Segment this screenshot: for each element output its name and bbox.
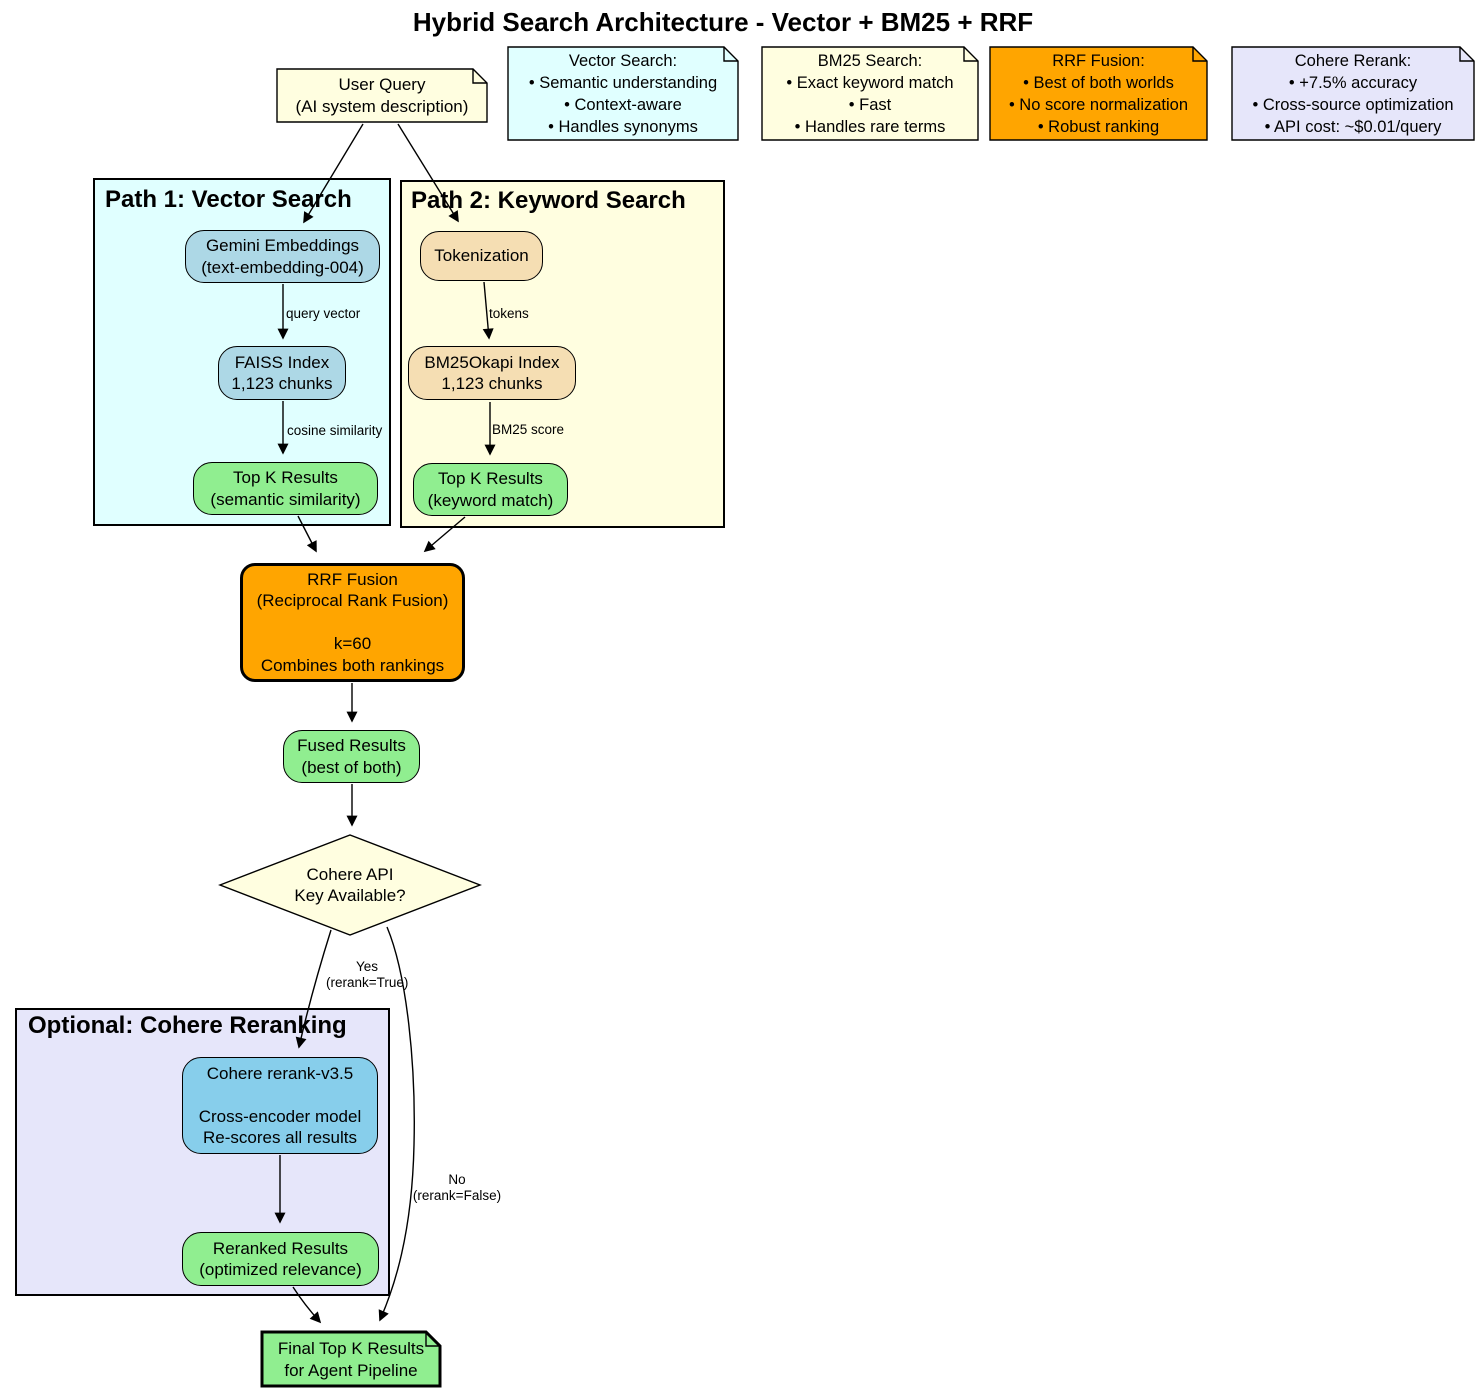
note-fold-cohere-rerank [1459,47,1474,62]
node-topk-semantic: Top K Results (semantic similarity) [193,462,378,515]
decision-diamond-shape [218,834,482,936]
legend-note-cohere-rerank: Cohere Rerank: • +7.5% accuracy • Cross-… [1252,51,1454,136]
edge-topk-keyword-to-rrf [423,516,466,553]
edge-tokenization-to-bm25okapi [482,281,494,340]
edge-label-bm25-score: BM25 score [492,422,565,437]
edge-topk-semantic-to-rrf [297,515,317,553]
note-fold-rrf-fusion [1192,47,1207,62]
note-shape-vector-search [507,46,739,141]
note-fold-vector-search [723,47,738,62]
node-reranked-results: Reranked Results (optimized relevance) [182,1232,379,1286]
note-shape-cohere-rerank [1231,46,1475,141]
note-fold-user-query [472,69,487,84]
edge-user-query-to-tokenization [397,123,459,223]
node-decision-cohere-api: Cohere API Key Available? [294,864,406,906]
node-topk-keyword: Top K Results (keyword match) [413,463,568,516]
node-cohere-rerank-model: Cohere rerank-v3.5 Cross-encoder model R… [182,1057,378,1154]
cluster-title-optional: Optional: Cohere Reranking [28,1012,347,1039]
note-shape-bm25-search [761,46,979,141]
cluster-title-path2: Path 2: Keyword Search [411,187,686,214]
node-faiss-index: FAISS Index 1,123 chunks [218,346,346,400]
legend-note-bm25-search: BM25 Search: • Exact keyword match • Fas… [786,51,954,136]
node-user-query: User Query (AI system description) [295,75,469,116]
node-tokenization: Tokenization [420,231,543,281]
note-fold-final-results [425,1332,440,1347]
edge-label-no-rerank-false: No (rerank=False) [412,1172,502,1203]
edge-label-query-vector: query vector [286,306,361,321]
edge-label-tokens: tokens [489,306,529,321]
edge-decision-no-to-final [378,926,415,1322]
note-shape-final-results [260,1330,442,1388]
edge-decision-yes-to-cohere-model [295,929,332,1049]
note-shapes [260,46,1475,1388]
note-shape-rrf-fusion [989,46,1208,141]
note-shape-user-query [276,68,488,123]
node-gemini-embeddings: Gemini Embeddings (text-embedding-004) [185,230,380,283]
edge-reranked-to-final [292,1286,322,1324]
node-fused-results: Fused Results (best of both) [283,730,420,783]
legend-note-rrf-fusion: RRF Fusion: • Best of both worlds • No s… [1008,51,1189,136]
edge-label-cosine-similarity: cosine similarity [287,423,383,438]
node-rrf-fusion: RRF Fusion (Reciprocal Rank Fusion) k=60… [240,563,465,682]
node-bm25okapi-index: BM25Okapi Index 1,123 chunks [408,346,576,400]
note-fold-bm25-search [963,47,978,62]
edge-user-query-to-gemini [303,123,364,224]
edges [274,123,496,1324]
node-final-results: Final Top K Results for Agent Pipeline [277,1339,425,1380]
edge-label-yes-rerank-true: Yes (rerank=True) [326,959,409,990]
legend-note-vector-search: Vector Search: • Semantic understanding … [528,51,718,136]
cluster-title-path1: Path 1: Vector Search [105,186,352,213]
diagram-title: Hybrid Search Architecture - Vector + BM… [412,7,1034,37]
